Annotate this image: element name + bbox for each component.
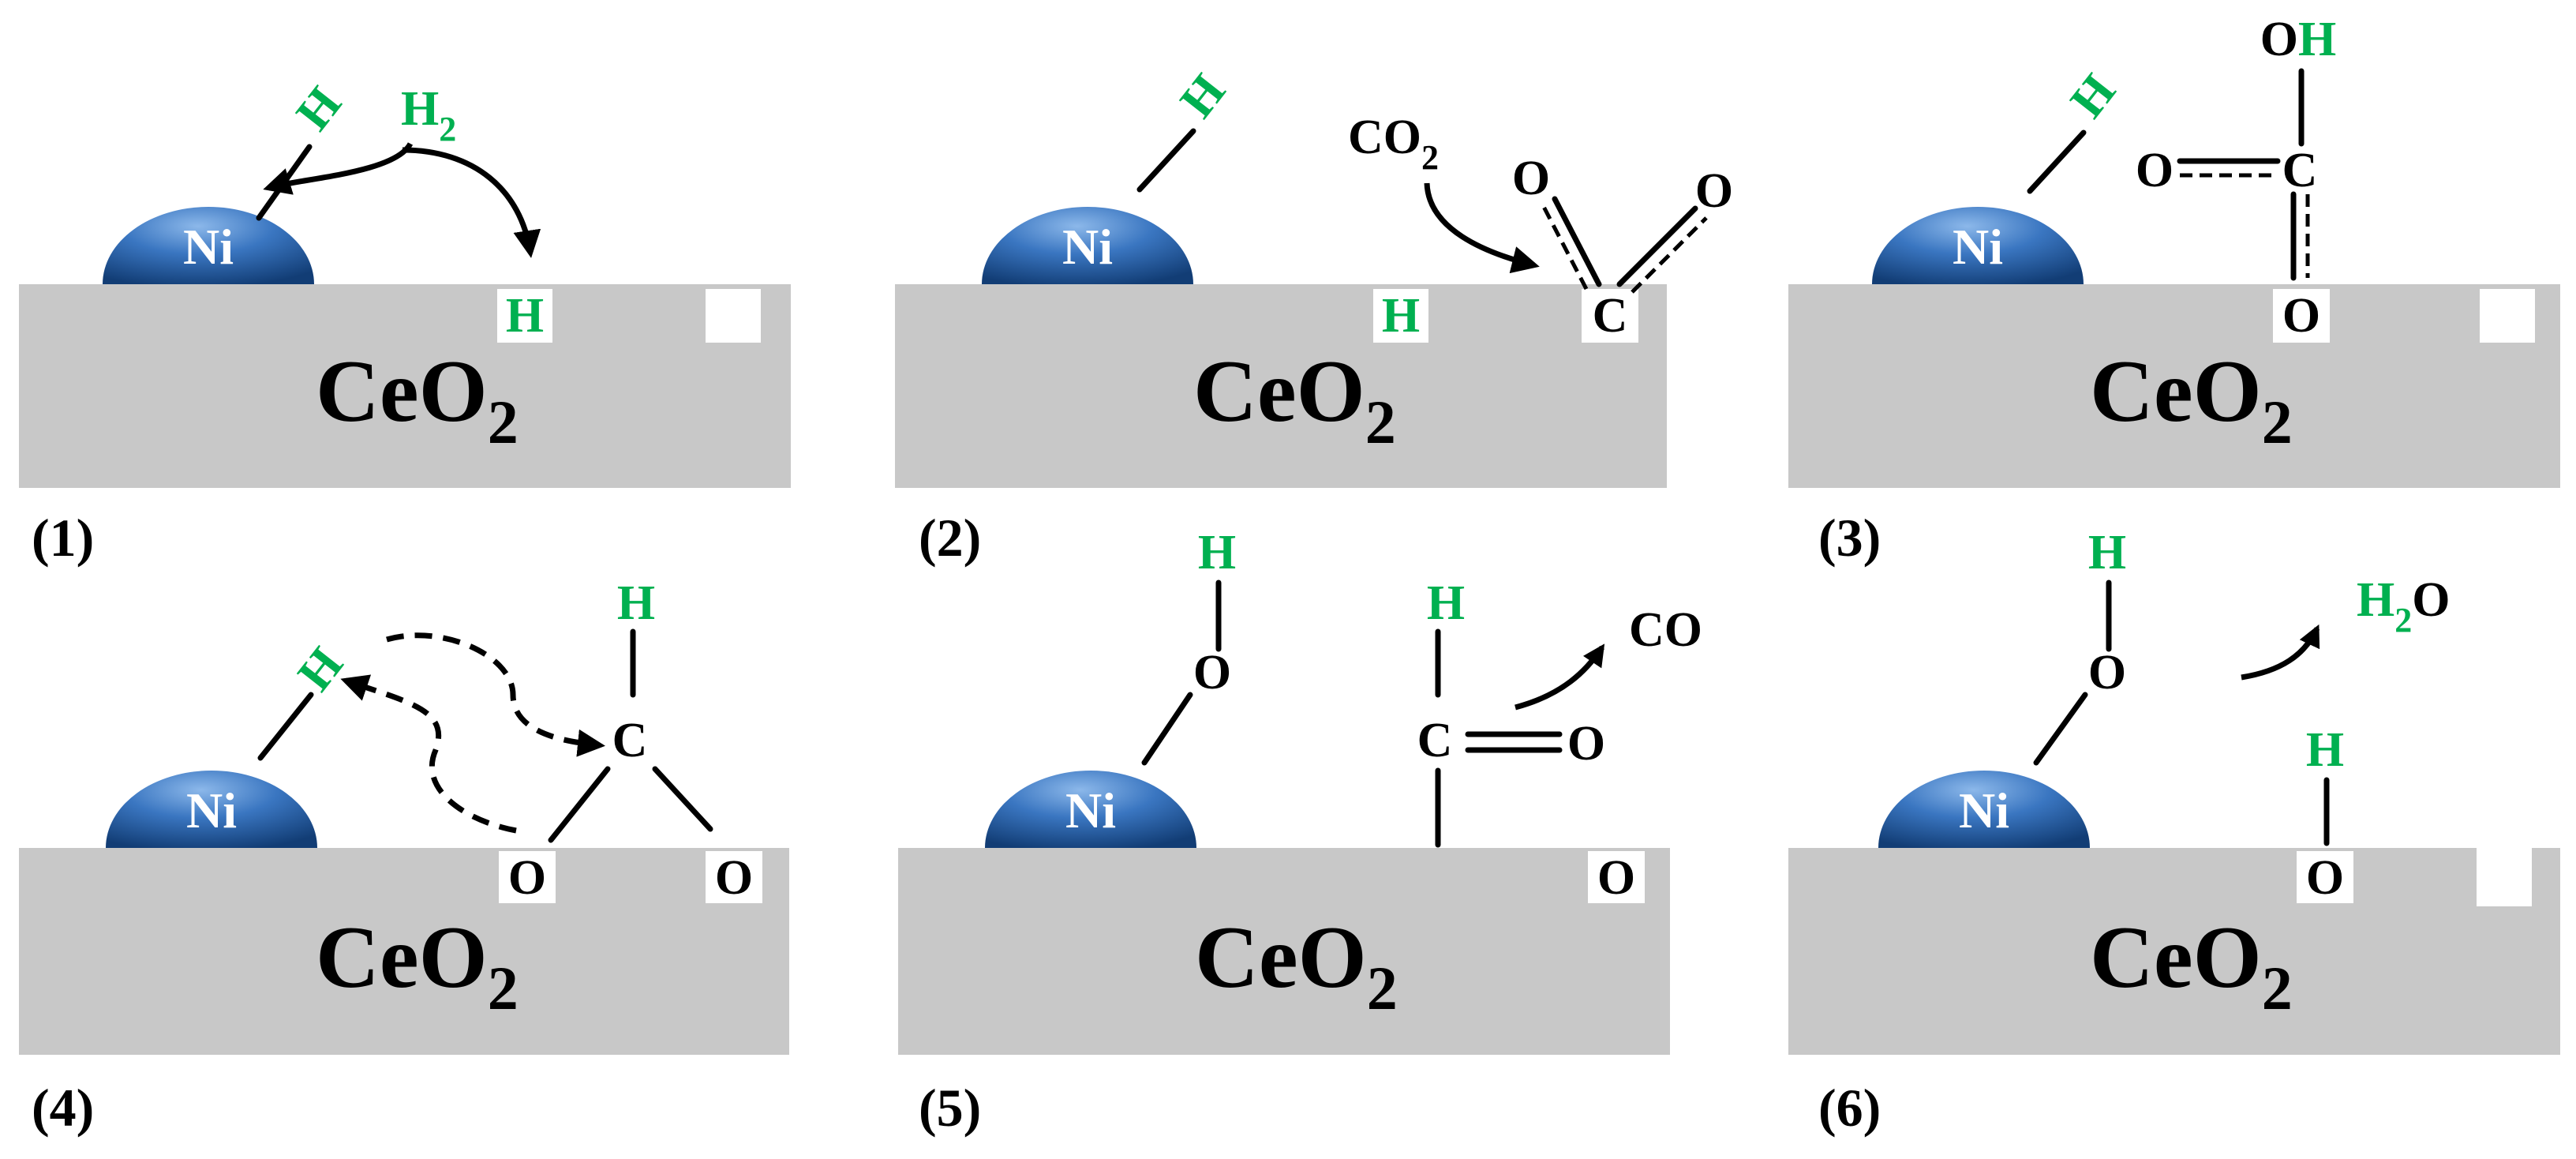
ceo2-slab	[1788, 284, 2560, 488]
o-h-dashed-arrow	[340, 674, 517, 834]
adsorbed-h-atom: H	[2061, 65, 2126, 128]
ni-label: Ni	[1065, 782, 1116, 838]
adsorbed-h-atom: H	[288, 638, 354, 701]
carbon-atom: C	[2282, 144, 2318, 197]
hydroxyl-h-atom: H	[1198, 526, 1236, 580]
surface-h-atom: H	[1382, 289, 1420, 343]
hydroxyl-h-atom: H	[2088, 526, 2126, 580]
h2o-gas-label: H2O	[2357, 573, 2450, 640]
c-o-bond-left	[1552, 196, 1602, 287]
c-o-partial-bond-right	[1631, 216, 1708, 294]
panel-label: (3)	[1818, 508, 1881, 568]
surface-oxygen-atom: O	[1597, 851, 1635, 905]
carbon-atom: C	[1417, 714, 1453, 767]
surface-oxygen-right: O	[715, 851, 753, 905]
ni-label: Ni	[186, 782, 237, 838]
ni-particle	[1872, 207, 2084, 284]
dissociation-arrow	[263, 142, 414, 195]
h-transfer-dashed-arrow	[386, 632, 605, 757]
ni-particle	[982, 207, 1193, 284]
surface-h-atom: H	[506, 289, 544, 343]
h2o-release-arrow	[2241, 624, 2320, 681]
o-site-box	[1588, 851, 1645, 903]
ceo2-slab	[895, 284, 1667, 488]
oxygen-vacancy	[2477, 848, 2532, 906]
formyl-h-atom: H	[1427, 576, 1465, 630]
ni-particle	[103, 207, 314, 284]
oxygen-atom-left: O	[1512, 152, 1550, 205]
carbon-atom: C	[612, 714, 648, 767]
surface-hydroxyl-h-atom: H	[2306, 723, 2344, 777]
ni-label: Ni	[1953, 219, 2003, 275]
co-gas-label: CO	[1629, 603, 1702, 657]
ni-h-bond	[1136, 128, 1196, 193]
ni-h-bond	[257, 692, 314, 761]
c-o-bond-right	[652, 766, 713, 832]
oxygen-atom-right: O	[1567, 717, 1605, 771]
panel-4: CeO2 Ni H H C O O (4)	[19, 576, 789, 1138]
c-o-bond-left	[548, 766, 611, 843]
panel-3: CeO2 Ni H O C O OH (3)	[1788, 13, 2560, 568]
ceo2-label: CeO2	[1195, 909, 1398, 1022]
formate-h-atom: H	[617, 576, 655, 630]
ceo2-label: CeO2	[1193, 343, 1396, 456]
c-o-partial-bond-left	[1540, 202, 1589, 291]
ceo2-slab	[19, 284, 791, 488]
co2-gas-label: CO2	[1348, 111, 1439, 177]
h-site-box	[1373, 289, 1428, 343]
panel-5: CeO2 Ni O H H C O CO O (5)	[898, 526, 1702, 1138]
ceo2-label: CeO2	[316, 909, 519, 1022]
panel-6: CeO2 Ni O H H2O H O (6)	[1788, 526, 2560, 1138]
surface-oxygen-atom: O	[2306, 851, 2344, 905]
o-site-box	[2297, 851, 2353, 903]
ni-label: Ni	[183, 219, 234, 275]
adsorbed-h-atom: H	[286, 77, 352, 141]
hydroxyl-oxygen: O	[2088, 646, 2126, 700]
h2-molecule-label: H2	[401, 82, 456, 148]
ni-particle	[106, 771, 317, 848]
spillover-arrow	[402, 147, 541, 258]
hydroxyl-oxygen: O	[1193, 646, 1231, 700]
panel-label: (2)	[919, 508, 981, 568]
ni-label: Ni	[1959, 782, 2009, 838]
oxygen-vacancy	[2480, 289, 2535, 343]
ceo2-label: CeO2	[2090, 343, 2293, 456]
ceo2-label: CeO2	[316, 343, 519, 456]
surface-oxygen-left: O	[508, 851, 546, 905]
panel-2: CeO2 Ni H H CO2 C O O (2)	[895, 65, 1733, 568]
co2-adsorption-arrow	[1424, 182, 1540, 274]
oxygen-atom-right: O	[1695, 164, 1733, 218]
o-site-box	[2273, 289, 2330, 343]
ceo2-label: CeO2	[2090, 909, 2293, 1022]
ni-h-bond	[2027, 129, 2087, 194]
ni-o-bond	[2033, 692, 2088, 766]
ceo2-slab	[1788, 848, 2560, 1055]
ni-o-bond	[1141, 692, 1193, 766]
adsorbed-h-atom: H	[1170, 65, 1236, 128]
oxygen-vacancy	[706, 289, 761, 343]
c-site-box	[1582, 289, 1638, 343]
c-o-bond-right	[1616, 205, 1698, 287]
oxygen-atom-left: O	[2136, 144, 2174, 197]
panel-label: (1)	[32, 508, 94, 568]
ni-particle	[985, 771, 1196, 848]
panel-label: (5)	[919, 1078, 981, 1138]
ceo2-slab	[898, 848, 1670, 1055]
ni-particle	[1878, 771, 2090, 848]
panel-label: (4)	[32, 1078, 94, 1138]
ni-label: Ni	[1062, 219, 1113, 275]
h-site-box	[497, 289, 552, 343]
surface-oxygen-atom: O	[2282, 289, 2320, 343]
hydroxyl-group: OH	[2260, 13, 2336, 66]
panel-label: (6)	[1818, 1078, 1881, 1138]
ceo2-slab	[19, 848, 789, 1055]
panel-1: CeO2 Ni H H2 H (1)	[19, 77, 791, 568]
o-site-box-right	[706, 851, 762, 903]
carbon-atom: C	[1593, 289, 1628, 343]
o-site-box-left	[499, 851, 556, 903]
co-release-arrow	[1515, 643, 1605, 711]
